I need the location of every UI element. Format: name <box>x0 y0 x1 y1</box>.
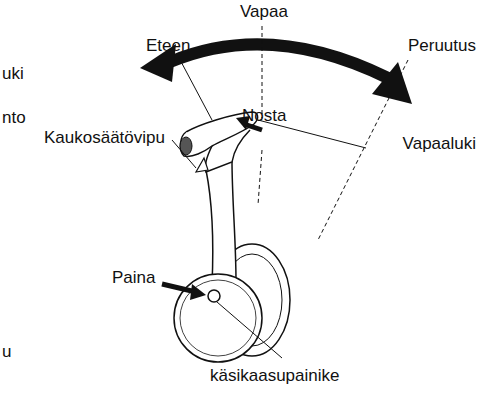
part-label: Vapaaluki <box>403 134 476 154</box>
part-label: Kaukosäätövipu <box>44 128 165 148</box>
neutral-lock <box>196 158 208 172</box>
reverse-line <box>318 60 408 240</box>
throttle-button <box>208 290 220 302</box>
direction-label: Peruutus <box>408 36 476 56</box>
neutral-line <box>258 150 262 205</box>
action-label: Nosta <box>242 106 286 126</box>
leader-line <box>178 56 212 120</box>
action-label: Paina <box>112 268 155 288</box>
housing-front <box>174 274 262 362</box>
position-label: Vapaa <box>240 2 288 22</box>
leader-line <box>172 140 196 168</box>
cut-label: nto <box>2 108 26 128</box>
cut-label: u <box>2 342 11 362</box>
lever-stem <box>206 160 236 285</box>
direction-label: Eteen <box>146 36 190 56</box>
lever-grip <box>180 132 212 156</box>
arc-head-right <box>372 62 412 104</box>
press-arrow <box>162 284 196 292</box>
travel-arc <box>170 44 388 78</box>
neutral-line <box>262 26 263 118</box>
housing-front-rim <box>180 280 256 356</box>
grip-end <box>180 137 192 155</box>
cut-label: uki <box>2 64 24 84</box>
press-arrow-head <box>190 284 206 300</box>
part-label: käsikaasupainike <box>210 366 339 386</box>
leader-line <box>217 302 282 358</box>
